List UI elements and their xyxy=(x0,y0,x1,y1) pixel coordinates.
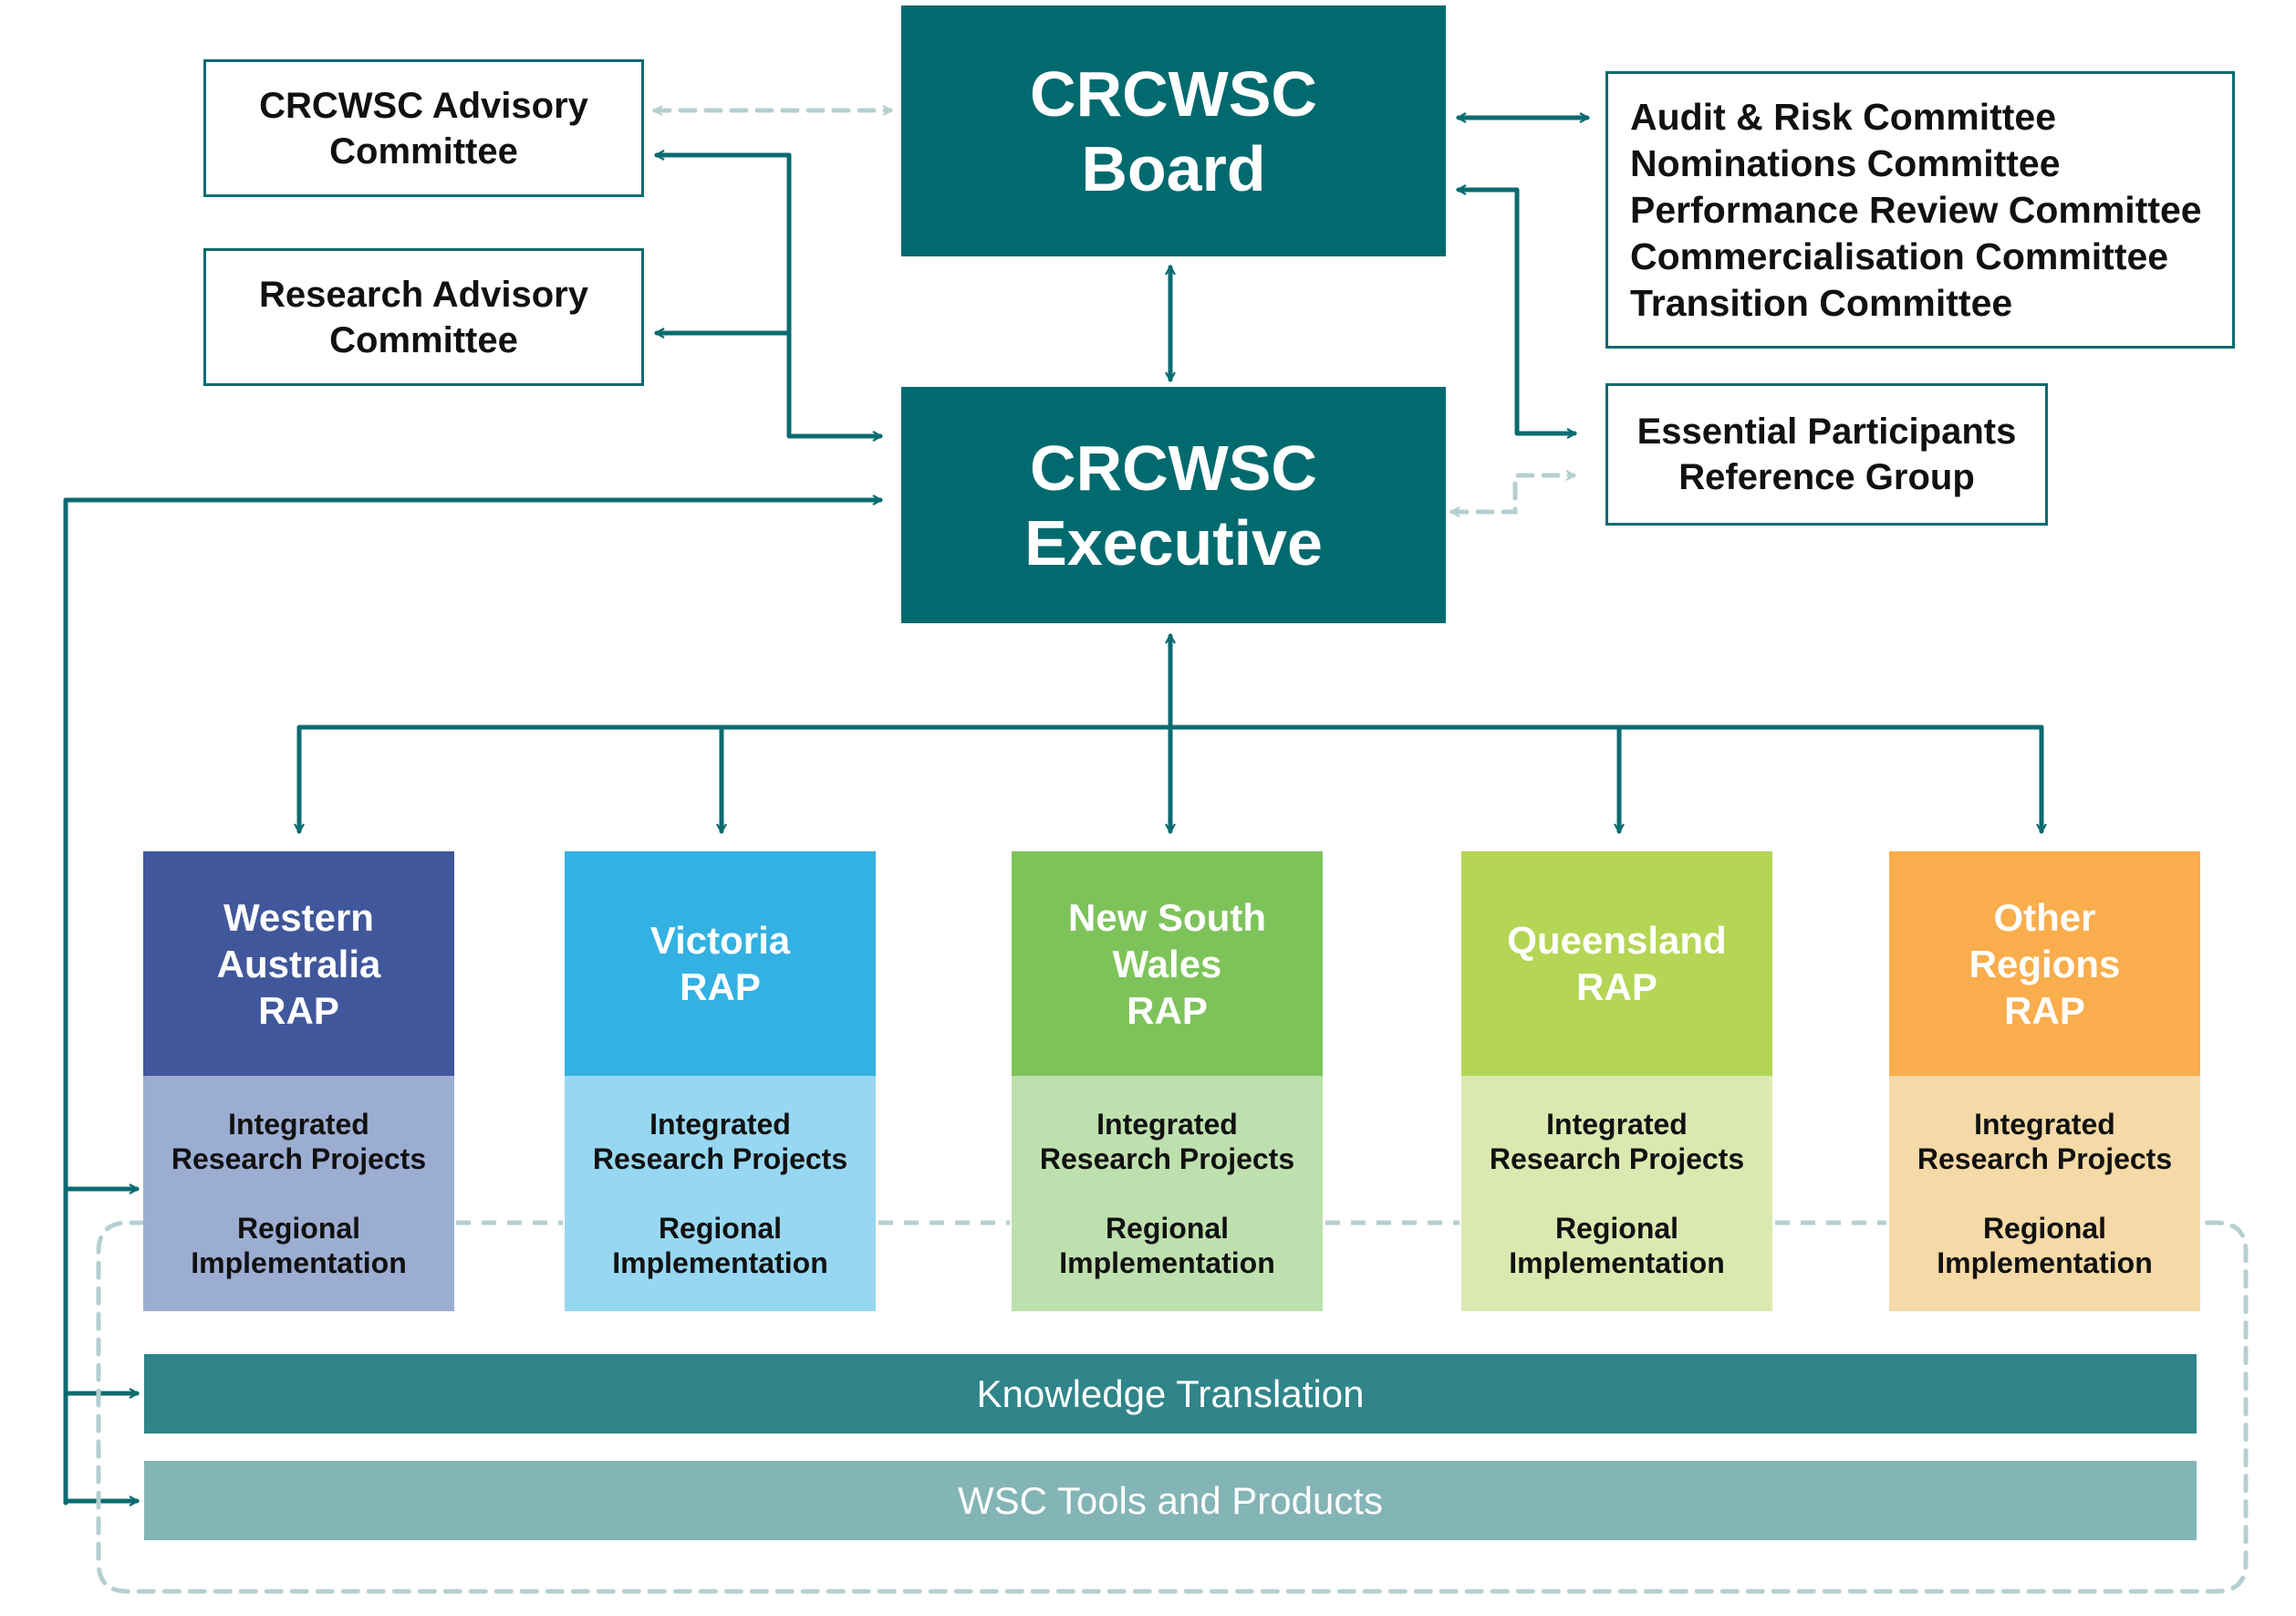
rap-wa-detail-3: Regional xyxy=(236,1212,361,1245)
advisory-committee-box: CRCWSC Advisory Committee xyxy=(203,59,644,197)
rap-vic-line1: Victoria xyxy=(649,919,791,962)
board-title-line1: CRCWSC xyxy=(1030,57,1317,130)
rap-wa-detail-1: Integrated xyxy=(228,1108,369,1141)
executive-box: CRCWSC Executive xyxy=(901,387,1446,623)
rap-other-detail-1: Integrated xyxy=(1974,1108,2115,1141)
wsc-tools-band: WSC Tools and Products xyxy=(144,1461,2197,1540)
rap-vic-detail-1: Integrated xyxy=(649,1108,791,1141)
rap-other-details: Integrated Research Projects Regional Im… xyxy=(1889,1076,2200,1311)
advisory-trunk xyxy=(786,152,880,436)
rap-qld-detail-1: Integrated xyxy=(1546,1108,1688,1141)
rap-nsw-details: Integrated Research Projects Regional Im… xyxy=(1012,1076,1323,1311)
rap-other-line2: Regions xyxy=(1969,942,2121,985)
rap-nsw-line2: Wales xyxy=(1112,942,1222,985)
executive-title-line1: CRCWSC xyxy=(1030,432,1317,504)
rap-wa-detail-2: Research Projects xyxy=(171,1142,427,1175)
committee-audit: Audit & Risk Committee xyxy=(1630,95,2056,138)
rap-nsw-detail-2: Research Projects xyxy=(1039,1142,1295,1175)
rap-other-detail-3: Regional xyxy=(1982,1212,2107,1245)
committee-transition: Transition Committee xyxy=(1630,281,2013,324)
rap-wa-details: Integrated Research Projects Regional Im… xyxy=(143,1076,454,1311)
rap-nsw-detail-1: Integrated xyxy=(1096,1108,1238,1141)
committees-box: Audit & Risk Committee Nominations Commi… xyxy=(1605,71,2235,349)
rap-nsw-detail-3: Regional xyxy=(1105,1212,1230,1245)
research-advisory-line2: Committee xyxy=(329,319,518,360)
committee-commercialisation: Commercialisation Committee xyxy=(1630,235,2169,277)
rap-other-detail-2: Research Projects xyxy=(1917,1142,2173,1175)
board-title-line2: Board xyxy=(1081,132,1266,204)
rap-qld-header: Queensland RAP xyxy=(1461,851,1772,1076)
research-advisory-box: Research Advisory Committee xyxy=(203,248,644,386)
rap-qld-detail-3: Regional xyxy=(1554,1212,1679,1245)
rap-nsw-line3: RAP xyxy=(1127,988,1208,1032)
rap-other-header: Other Regions RAP xyxy=(1889,851,2200,1076)
committee-nominations: Nominations Committee xyxy=(1630,141,2061,184)
rap-nsw-detail-4: Implementation xyxy=(1059,1246,1275,1279)
knowledge-translation-label: Knowledge Translation xyxy=(976,1371,1365,1415)
essential-participants-box: Essential Participants Reference Group xyxy=(1605,383,2048,526)
rap-qld-detail-2: Research Projects xyxy=(1489,1142,1745,1175)
rap-vic-details: Integrated Research Projects Regional Im… xyxy=(565,1076,876,1311)
rap-wa-line2: Australia xyxy=(216,942,381,985)
rap-vic-detail-3: Regional xyxy=(658,1212,783,1245)
rap-vic-detail-4: Implementation xyxy=(612,1246,828,1279)
rap-other-detail-4: Implementation xyxy=(1937,1246,2153,1279)
rap-vic-line2: RAP xyxy=(680,965,761,1008)
rap-nsw-line1: New South xyxy=(1068,895,1266,939)
essential-line2: Reference Group xyxy=(1678,457,1975,497)
essential-line1: Essential Participants xyxy=(1636,412,2017,452)
rap-vic-detail-2: Research Projects xyxy=(592,1142,848,1175)
rap-wa-header: Western Australia RAP xyxy=(143,851,454,1076)
rap-qld-detail-4: Implementation xyxy=(1509,1246,1725,1279)
knowledge-translation-band: Knowledge Translation xyxy=(144,1354,2197,1434)
feedback-line xyxy=(63,500,880,1506)
board-essential-arrow xyxy=(1459,190,1574,433)
program-boundary-dashed xyxy=(96,1220,2249,1594)
advisory-line2: Committee xyxy=(329,130,518,172)
rap-qld-line1: Queensland xyxy=(1507,919,1727,962)
wsc-tools-label: WSC Tools and Products xyxy=(957,1478,1384,1522)
executive-essential-dashed xyxy=(1452,475,1574,512)
advisory-line1: CRCWSC Advisory xyxy=(259,85,588,126)
rap-other-line1: Other xyxy=(1993,895,2096,939)
rap-wa-line1: Western xyxy=(223,895,374,939)
rap-wa-detail-4: Implementation xyxy=(191,1246,407,1279)
research-advisory-line1: Research Advisory xyxy=(259,274,588,315)
board-box: CRCWSC Board xyxy=(901,5,1446,256)
rap-wa-line3: RAP xyxy=(258,988,339,1032)
rap-qld-details: Integrated Research Projects Regional Im… xyxy=(1461,1076,1772,1311)
rap-other-line3: RAP xyxy=(2004,988,2085,1032)
executive-title-line2: Executive xyxy=(1024,506,1323,579)
rap-vic-header: Victoria RAP xyxy=(565,851,876,1076)
rap-qld-line2: RAP xyxy=(1576,965,1657,1008)
rap-nsw-header: New South Wales RAP xyxy=(1012,851,1323,1076)
committee-performance: Performance Review Committee xyxy=(1630,188,2202,231)
